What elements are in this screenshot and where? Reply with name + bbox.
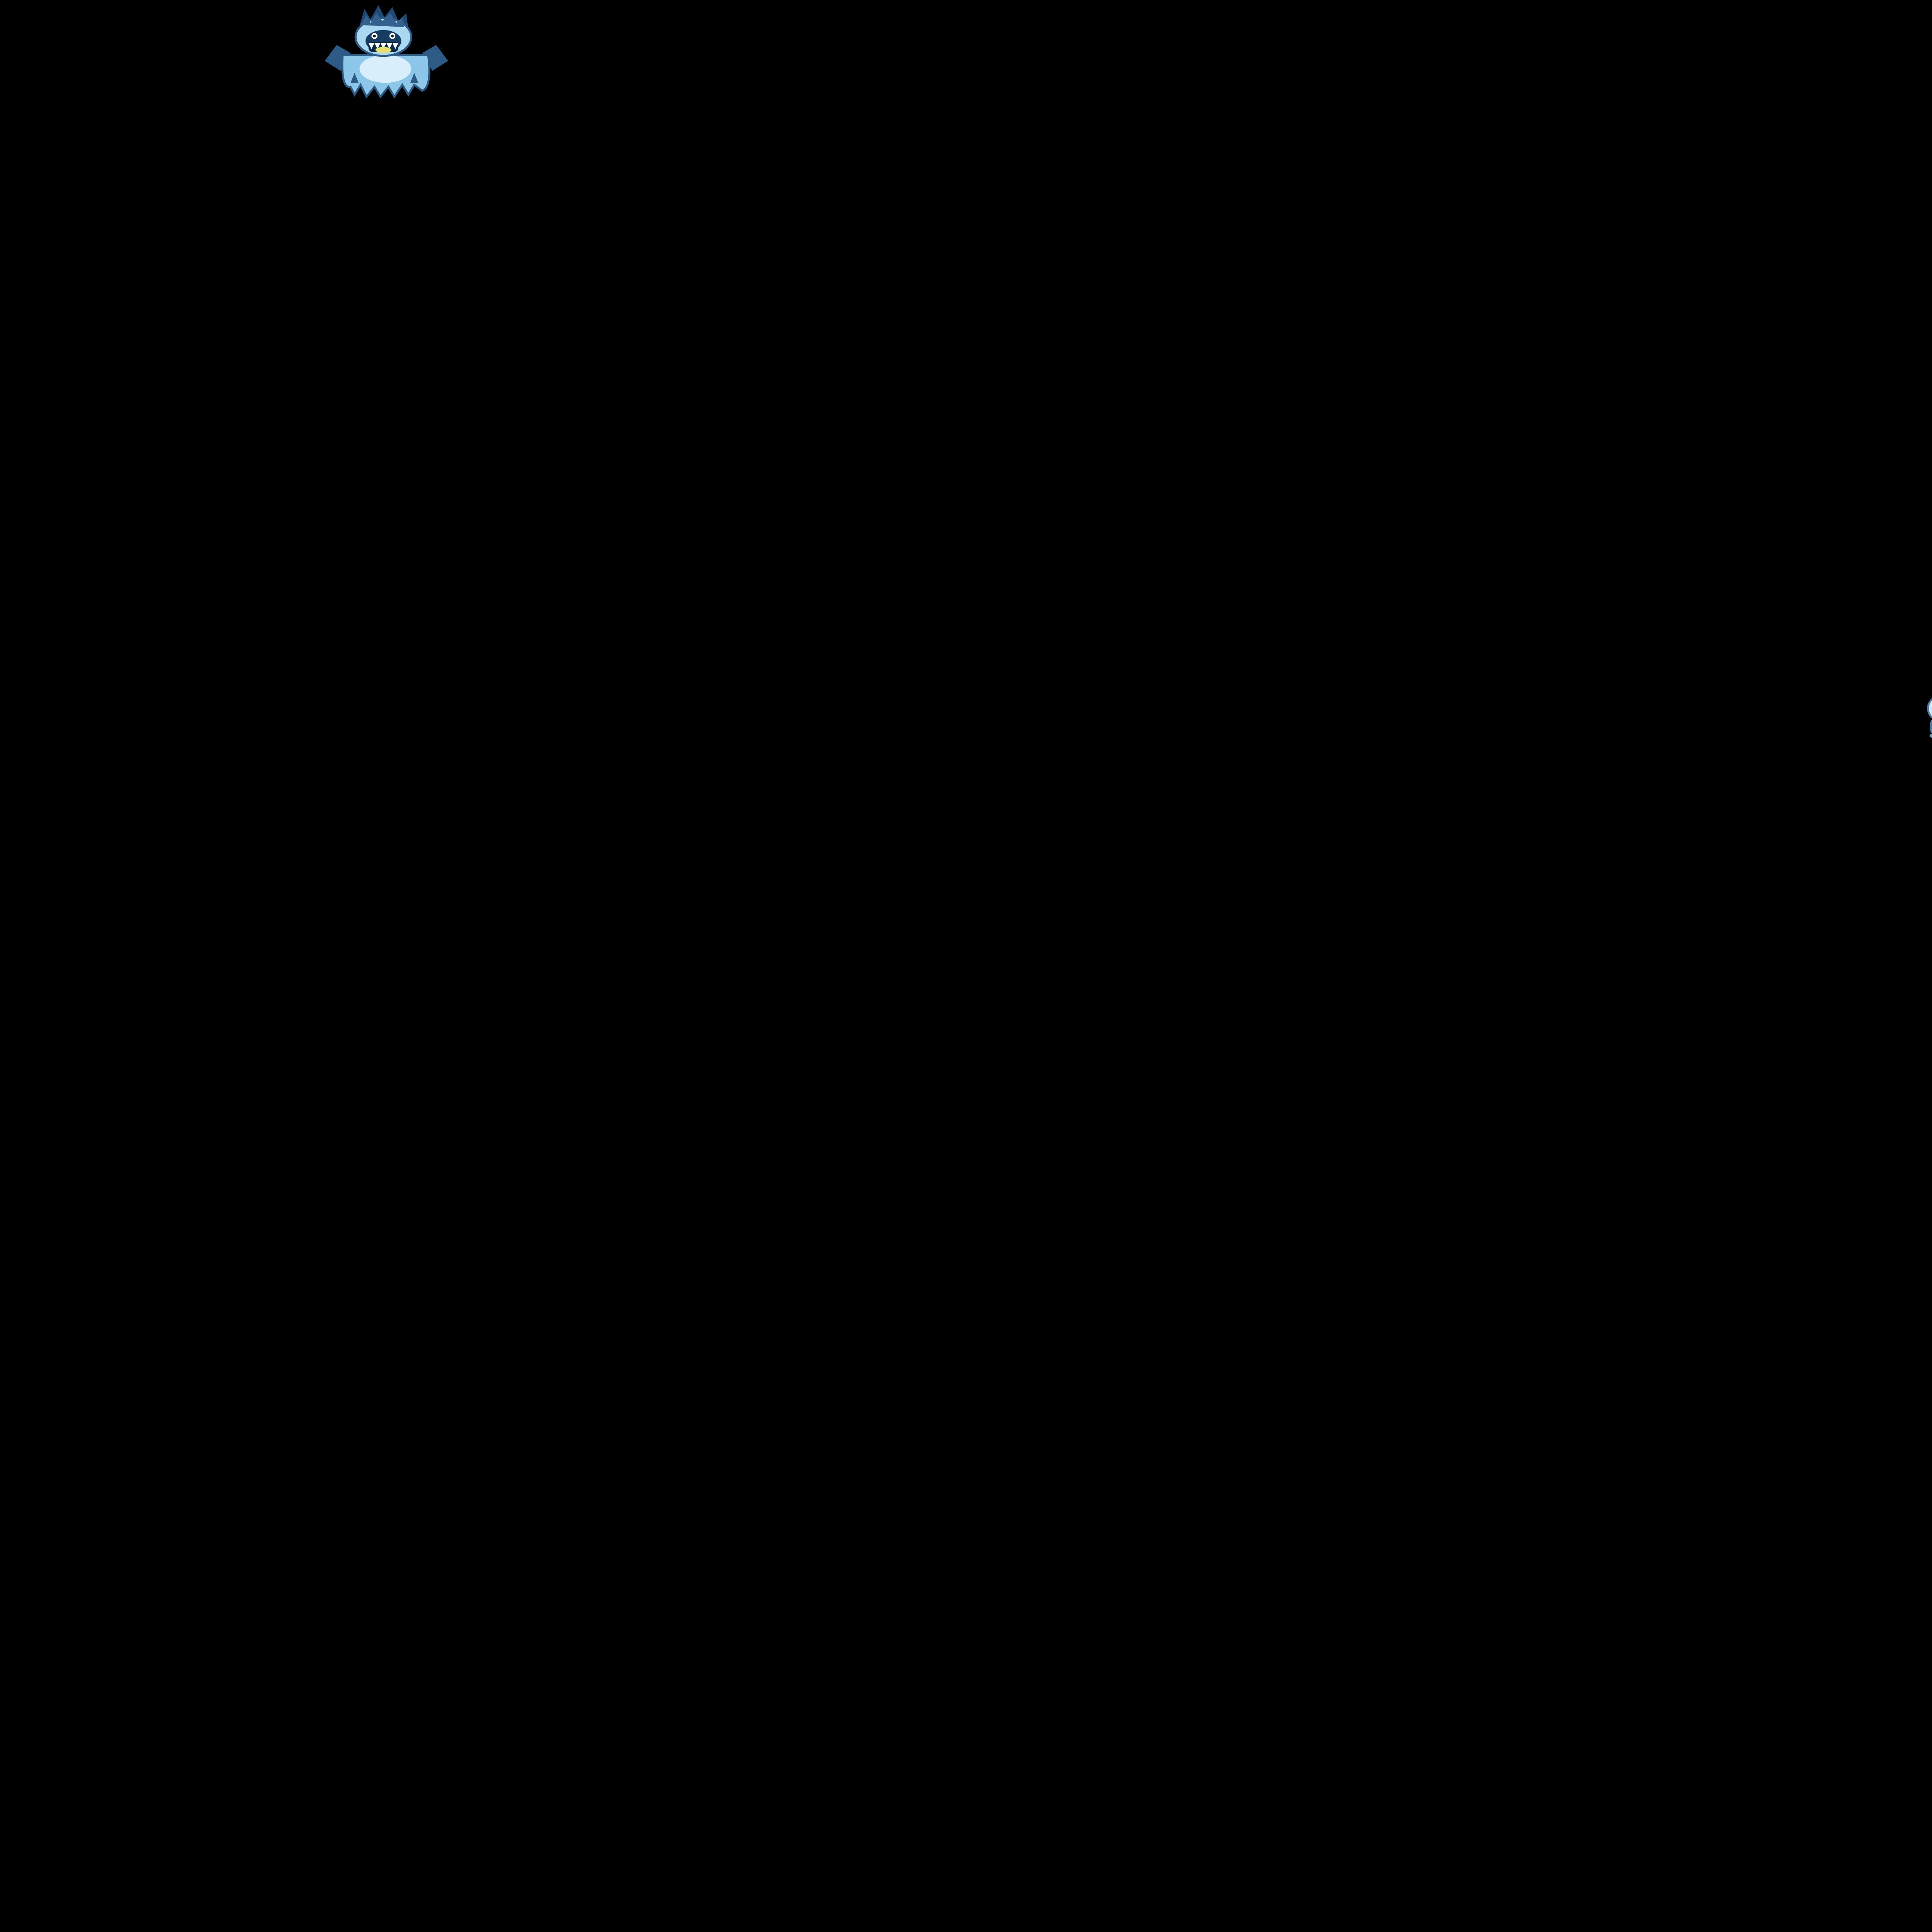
tiny-ice-sprite-icon: [1927, 698, 1932, 738]
shaggy-ice-beast-icon: [325, 5, 448, 99]
sprite-shaggy-ice-beast[interactable]: [321, 3, 452, 103]
sprite-tiny-ice-sprite[interactable]: [1912, 687, 1932, 742]
